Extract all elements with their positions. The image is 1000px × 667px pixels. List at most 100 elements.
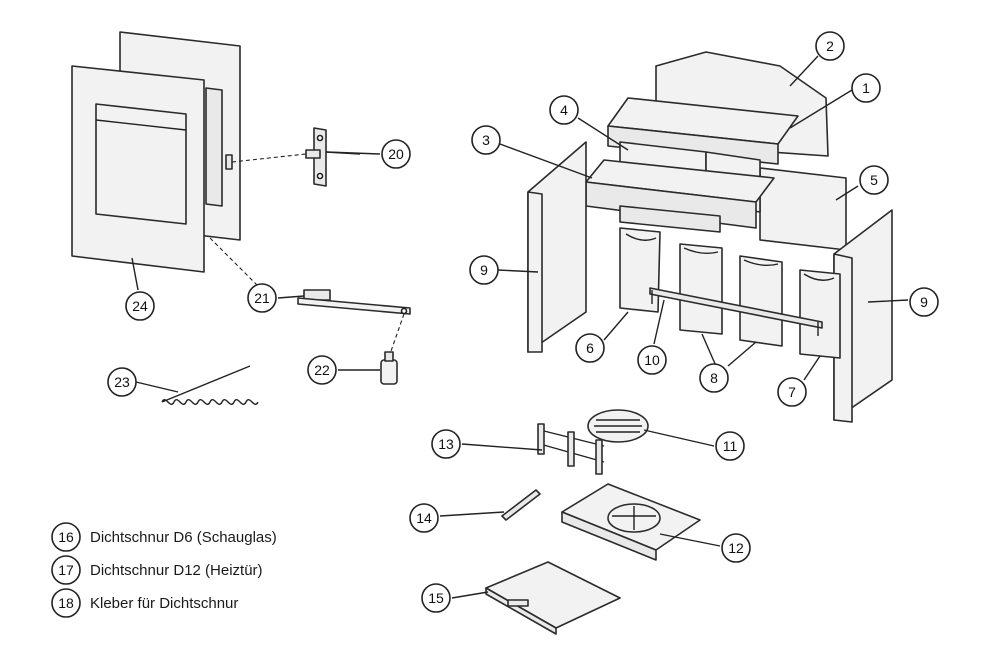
door-rod-bar	[297, 297, 411, 315]
floor-brick-6	[619, 227, 661, 313]
callout-21-text: 21	[254, 290, 270, 306]
callout-1: 1	[851, 73, 881, 103]
legend: 16 Dichtschnur D6 (Schauglas) 17 Dichtsc…	[51, 522, 277, 618]
leader-24	[131, 257, 139, 291]
door-hinge-strip	[205, 87, 223, 207]
callout-13-text: 13	[438, 436, 454, 452]
floor-brick-8a-notch	[683, 247, 719, 255]
callout-21: 21	[247, 283, 277, 313]
callout-3: 3	[471, 125, 501, 155]
floor-brick-6-notch	[625, 233, 657, 241]
floor-brick-7	[799, 269, 841, 359]
door-assembly	[71, 31, 241, 273]
leader-20	[325, 151, 381, 155]
legend-item-17-text: Dichtschnur D12 (Heiztür)	[90, 562, 263, 579]
sealing-spring	[161, 365, 259, 405]
floor-brick-8b	[739, 255, 783, 347]
front-baffle-plate-3-under	[619, 205, 721, 233]
callout-12-text: 12	[728, 540, 744, 556]
leader-14	[439, 511, 505, 517]
callout-10: 10	[637, 345, 667, 375]
callout-9-right: 9	[909, 287, 939, 317]
round-grate-bars	[594, 419, 642, 433]
leader-21	[277, 295, 305, 299]
callout-4-text: 4	[560, 102, 568, 118]
callout-8: 8	[699, 363, 729, 393]
callout-6: 6	[575, 333, 605, 363]
ash-pan	[485, 561, 621, 635]
callout-2-text: 2	[826, 38, 834, 54]
grate-holder	[537, 423, 605, 475]
callout-24: 24	[125, 291, 155, 321]
leader-10	[653, 299, 665, 345]
legend-item-16: 16 Dichtschnur D6 (Schauglas)	[51, 522, 277, 552]
callout-11-text: 11	[723, 438, 738, 454]
leader-9-right	[867, 299, 909, 303]
leader-5	[835, 185, 859, 201]
callout-10-text: 10	[644, 352, 660, 368]
callout-8-text: 8	[710, 370, 718, 386]
glue-bottle-cap	[384, 351, 394, 362]
hinge-pin	[305, 149, 321, 159]
callout-4: 4	[549, 95, 579, 125]
glue-bottle-body	[380, 359, 398, 385]
ash-poker	[501, 489, 541, 521]
ash-pan-top	[485, 561, 621, 629]
leader-8	[727, 341, 757, 367]
door-glass-top-edge	[95, 119, 187, 131]
glue-bottle	[380, 351, 398, 385]
floor-brick-7-notch	[803, 273, 835, 281]
ash-pan-handle	[507, 599, 529, 607]
callout-22: 22	[307, 355, 337, 385]
floor-brick-8a	[679, 243, 723, 335]
dash-door-to-rod	[209, 237, 263, 291]
floor-brick-8b-notch	[743, 259, 779, 267]
legend-item-18: 18 Kleber für Dichtschnur	[51, 588, 238, 618]
door-glass-window	[95, 103, 187, 225]
top-baffle-plate-1-side	[607, 125, 779, 165]
legend-item-17-number: 17	[58, 562, 74, 578]
callout-23-text: 23	[114, 374, 130, 390]
leader-8b	[701, 333, 717, 367]
legend-item-16-number: 16	[58, 529, 74, 545]
callout-9-left: 9	[469, 255, 499, 285]
legend-item-17: 17 Dichtschnur D12 (Heiztür)	[51, 555, 263, 585]
callout-6-text: 6	[586, 340, 594, 356]
door-latch-knob	[225, 154, 233, 170]
round-grate	[587, 409, 649, 443]
callout-9-left-text: 9	[480, 262, 488, 278]
callout-15-text: 15	[428, 590, 444, 606]
callout-15: 15	[421, 583, 451, 613]
grate-plate-spokes	[612, 506, 656, 530]
leader-lines	[131, 55, 909, 599]
leader-9-left	[497, 269, 539, 273]
grate-plate	[561, 483, 701, 561]
hinge-hole-top	[316, 134, 324, 142]
callout-7-text: 7	[788, 384, 796, 400]
callout-1-text: 1	[862, 80, 870, 96]
leader-3	[499, 143, 593, 179]
grate-holder-post-3	[595, 439, 603, 475]
hinge-hole-bottom	[316, 172, 324, 180]
leader-13	[461, 443, 543, 451]
grate-rail-10	[649, 287, 823, 329]
leader-2	[789, 55, 819, 87]
callout-5-text: 5	[870, 172, 878, 188]
callout-11: 11	[715, 431, 745, 461]
grate-holder-post-2	[567, 431, 575, 467]
door-rod	[297, 289, 411, 315]
callout-5: 5	[859, 165, 889, 195]
callout-2: 2	[815, 31, 845, 61]
leader-11	[643, 429, 715, 447]
leader-15	[451, 591, 489, 599]
callout-22-text: 22	[314, 362, 330, 378]
hinge-bracket	[305, 127, 361, 187]
dash-latch-to-hinge	[231, 153, 307, 163]
legend-item-18-number: 18	[58, 595, 74, 611]
leader-12	[659, 533, 721, 547]
callout-20-text: 20	[388, 146, 404, 162]
callout-9-right-text: 9	[920, 294, 928, 310]
callout-14-text: 14	[416, 510, 432, 526]
legend-item-16-text: Dichtschnur D6 (Schauglas)	[90, 529, 277, 546]
callout-12: 12	[721, 533, 751, 563]
